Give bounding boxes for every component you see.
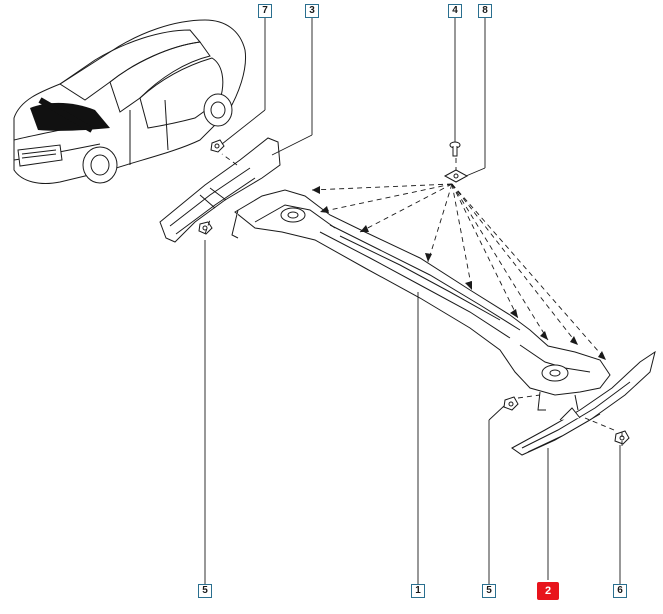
bracket-left — [159, 137, 281, 243]
callout-1[interactable]: 1 — [411, 584, 425, 598]
callout-5-left[interactable]: 5 — [198, 584, 212, 598]
callout-8[interactable]: 8 — [478, 4, 492, 18]
bracket-right — [511, 350, 656, 456]
callout-3[interactable]: 3 — [305, 4, 319, 18]
car-front-edge — [38, 97, 94, 133]
subframe-main — [231, 189, 611, 411]
bolt-4 — [449, 141, 461, 157]
callout-5-right[interactable]: 5 — [482, 584, 496, 598]
nut-5-right — [503, 396, 519, 411]
nut-plate-8 — [443, 169, 469, 183]
bolt-7 — [210, 139, 225, 153]
callout-4[interactable]: 4 — [448, 4, 462, 18]
callout-7-top[interactable]: 7 — [258, 4, 272, 18]
dashed-leaders — [204, 153, 623, 446]
bolt-6 — [614, 430, 630, 445]
callout-2-highlighted[interactable]: 2 — [537, 582, 559, 600]
arrow-heads — [312, 186, 606, 360]
nut-5-left — [198, 221, 213, 235]
callout-leaders — [204, 18, 621, 584]
callout-6[interactable]: 6 — [613, 584, 627, 598]
